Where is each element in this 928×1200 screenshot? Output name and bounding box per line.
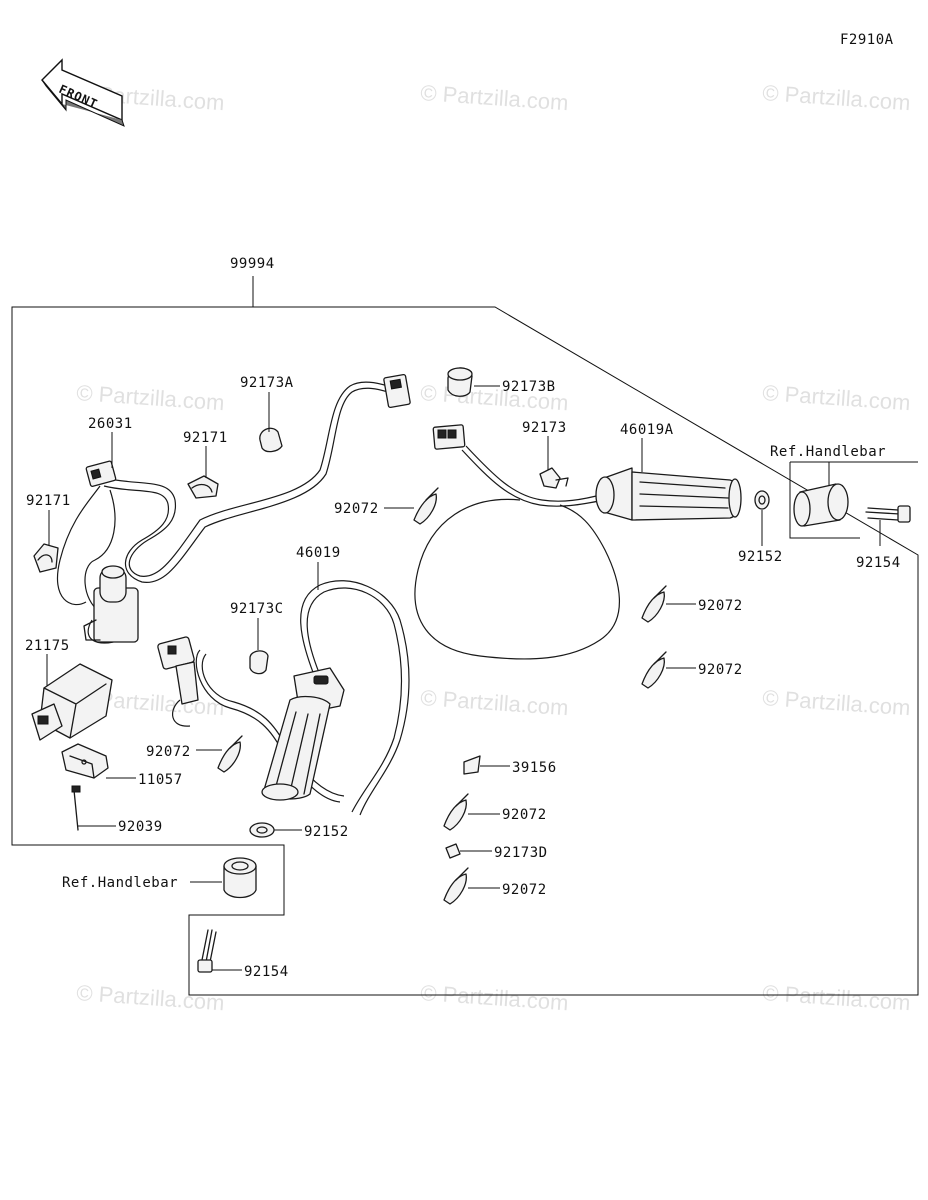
handlebar-end-right xyxy=(793,483,849,527)
band-92072-b: 92072 xyxy=(641,585,743,623)
label-11057: 11057 xyxy=(138,772,183,788)
bracket-11057: 11057 xyxy=(61,743,183,788)
clip-92173: 92173 xyxy=(522,420,569,489)
ref-handlebar-left: Ref.Handlebar xyxy=(62,857,257,899)
label-46019A: 46019A xyxy=(620,422,674,438)
label-92173D: 92173D xyxy=(494,845,548,861)
watermark: © Partzilla.com xyxy=(420,80,570,115)
band-92072-c: 92072 xyxy=(641,651,743,689)
heated-grip-right-harness: 46019A xyxy=(414,422,742,660)
clamp-92171-center: 92171 xyxy=(183,430,228,499)
watermark: © Partzilla.com xyxy=(762,80,912,115)
label-92171-center: 92171 xyxy=(183,430,228,446)
pad-39156: 39156 xyxy=(463,755,557,776)
controller-21175: 21175 xyxy=(25,638,113,741)
label-26031: 26031 xyxy=(88,416,133,432)
ref-handlebar-left-label: Ref.Handlebar xyxy=(62,875,178,891)
ref-handlebar-right-label: Ref.Handlebar xyxy=(770,444,886,460)
watermark: © Partzilla.com xyxy=(76,380,226,415)
harness-26031: 26031 xyxy=(56,373,411,644)
label-92171-left: 92171 xyxy=(26,493,71,509)
label-92173C: 92173C xyxy=(230,601,284,617)
band-92072-d: 92072 xyxy=(146,735,243,773)
label-92154-left: 92154 xyxy=(244,964,289,980)
label-92072-b: 92072 xyxy=(698,598,743,614)
label-92072-f: 92072 xyxy=(502,882,547,898)
grommet-92173C: 92173C xyxy=(230,601,284,675)
clamp-92171-left: 92171 xyxy=(26,493,71,573)
label-92072-e: 92072 xyxy=(502,807,547,823)
watermark: © Partzilla.com xyxy=(762,685,912,720)
label-92072-c: 92072 xyxy=(698,662,743,678)
band-92072-f: 92072 xyxy=(443,867,547,905)
washer-92152-right: 92152 xyxy=(738,490,783,565)
label-92154-right: 92154 xyxy=(856,555,901,571)
watermark: © Partzilla.com xyxy=(762,380,912,415)
label-92173: 92173 xyxy=(522,420,567,436)
heated-grip-left: 46019 xyxy=(157,545,410,816)
washer-92152-left: 92152 xyxy=(249,822,349,840)
watermarks: © Partzilla.com © Partzilla.com © Partzi… xyxy=(76,80,912,1015)
screw-92039: 92039 xyxy=(71,785,163,835)
watermark: © Partzilla.com xyxy=(76,980,226,1015)
clip-92173D: 92173D xyxy=(445,843,548,861)
label-92072-d: 92072 xyxy=(146,744,191,760)
front-arrow-icon: FRONT xyxy=(41,58,125,127)
label-92039: 92039 xyxy=(118,819,163,835)
ref-handlebar-right-box: Ref.Handlebar xyxy=(770,444,918,539)
label-92072-a: 92072 xyxy=(334,501,379,517)
label-92152-right: 92152 xyxy=(738,549,783,565)
label-21175: 21175 xyxy=(25,638,70,654)
band-92072-e: 92072 xyxy=(443,793,547,831)
band-92072-a: 92072 xyxy=(334,487,439,525)
label-39156: 39156 xyxy=(512,760,557,776)
label-92173B: 92173B xyxy=(502,379,556,395)
label-99994: 99994 xyxy=(230,256,275,272)
bolt-92154-right: 92154 xyxy=(856,505,911,571)
label-46019: 46019 xyxy=(296,545,341,561)
clip-92173A: 92173A xyxy=(240,375,294,453)
label-92173A: 92173A xyxy=(240,375,294,391)
label-92152-left: 92152 xyxy=(304,824,349,840)
kit-outline: 99994 xyxy=(11,256,919,996)
grommet-92173B: 92173B xyxy=(447,367,556,397)
watermark: © Partzilla.com xyxy=(420,980,570,1015)
bolt-92154-left: 92154 xyxy=(197,929,289,980)
watermark: © Partzilla.com xyxy=(762,980,912,1015)
watermark: © Partzilla.com xyxy=(420,685,570,720)
figure-code: F2910A xyxy=(840,32,894,48)
